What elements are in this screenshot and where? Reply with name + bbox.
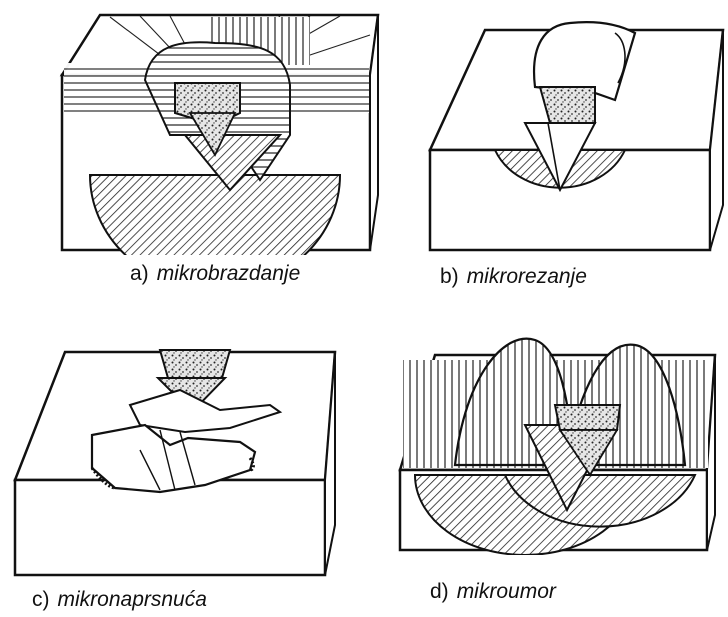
- panel-a-diagram: [50, 5, 380, 255]
- panel-c-diagram: [10, 340, 350, 580]
- caption-b: b) mikrorezanje: [440, 265, 587, 289]
- caption-d-term: mikroumor: [457, 580, 556, 603]
- caption-b-term: mikrorezanje: [467, 265, 587, 288]
- caption-d-letter: d): [430, 580, 449, 603]
- caption-a-term: mikrobrazdanje: [157, 262, 301, 285]
- caption-c-letter: c): [32, 588, 50, 611]
- caption-c: c) mikronaprsnuća: [32, 588, 207, 612]
- caption-b-letter: b): [440, 265, 459, 288]
- caption-d: d) mikroumor: [430, 580, 556, 604]
- panel-d-diagram: [395, 315, 725, 555]
- panel-b-diagram: [420, 5, 725, 255]
- caption-c-term: mikronaprsnuća: [58, 588, 207, 611]
- caption-a-letter: a): [130, 262, 149, 285]
- caption-a: a) mikrobrazdanje: [130, 262, 300, 286]
